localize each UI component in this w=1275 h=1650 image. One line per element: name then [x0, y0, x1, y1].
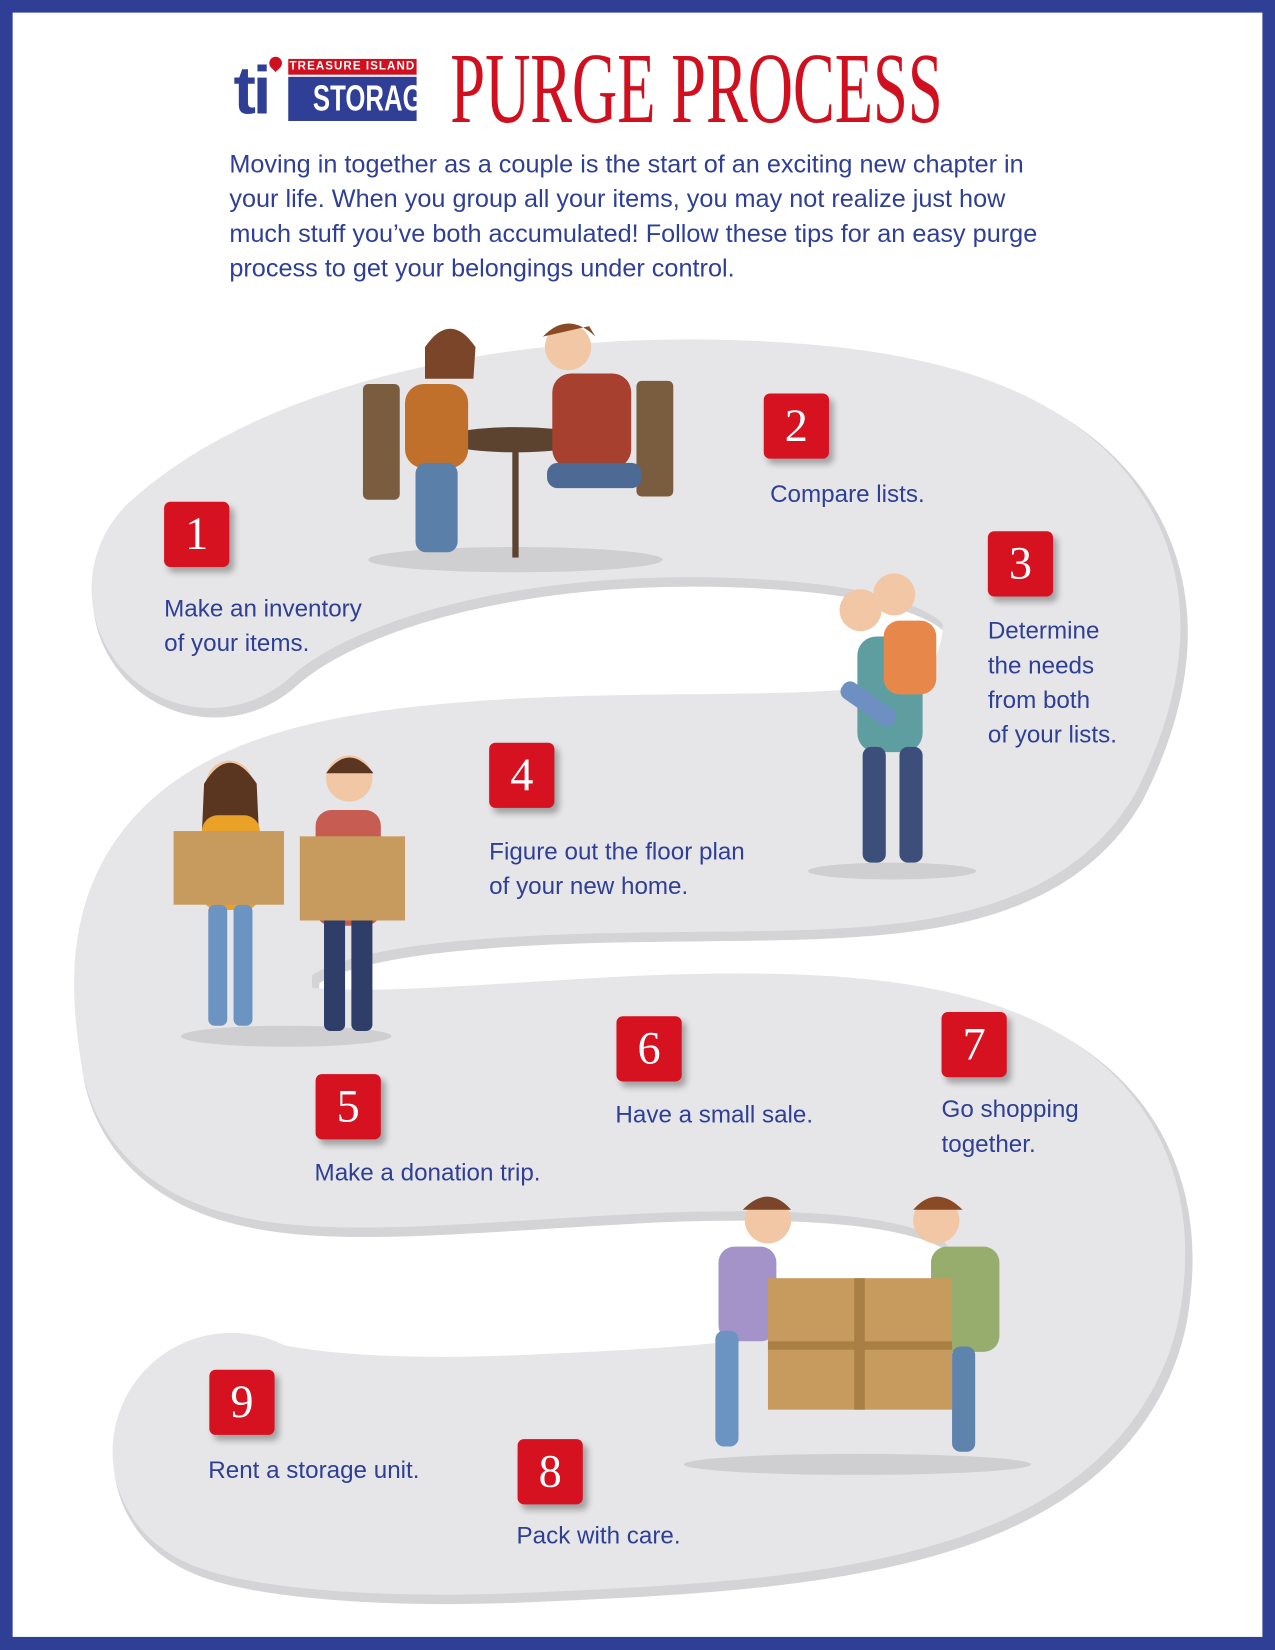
- treasure-island-storage-logo: ti TREASURE ISLAND STORAGE: [233, 52, 440, 129]
- piggyback-couple-illustration: [807, 573, 977, 880]
- step-number-badge: 9: [209, 1369, 275, 1435]
- page-title: PURGE PROCESS: [450, 37, 1050, 138]
- step-number-badge: 7: [941, 1012, 1007, 1078]
- logo-top-text: TREASURE ISLAND: [288, 58, 417, 75]
- step-label-line: Compare lists.: [770, 479, 925, 508]
- step-number-badge: 1: [164, 501, 230, 568]
- step-label-line: together.: [941, 1129, 1036, 1158]
- step-label-line: Have a small sale.: [615, 1100, 814, 1128]
- step-number-badge: 2: [763, 393, 829, 459]
- step-label: Make a donation trip.: [315, 1155, 541, 1190]
- logo-bottom-text: STORAGE: [288, 76, 440, 121]
- step-number-badge: 4: [489, 742, 555, 808]
- couple-carrying-boxes-illustration: [173, 755, 406, 1047]
- step-label-line: Pack with care.: [516, 1521, 681, 1549]
- step-label-line: of your items.: [164, 629, 310, 657]
- step-label: Pack with care.: [517, 1518, 681, 1553]
- step-label-line: Make an inventory: [164, 594, 362, 622]
- logo-storage-word: STORAGE: [312, 78, 440, 119]
- couple-lifting-box-illustration: [683, 1196, 1031, 1475]
- step-label: Figure out the floor plan of your new hom…: [489, 834, 745, 903]
- step-label-line: Determine: [987, 616, 1100, 644]
- step-label: Compare lists.: [770, 477, 925, 512]
- step-label-line: Make a donation trip.: [314, 1158, 541, 1186]
- step-label: Have a small sale.: [615, 1097, 813, 1132]
- page-title-text: PURGE PROCESS: [450, 31, 943, 145]
- logo-mark: ti: [233, 52, 272, 129]
- step-label-line: of your lists.: [987, 720, 1117, 748]
- step-label-line: Go shopping: [941, 1095, 1079, 1123]
- intro-paragraph: Moving in together as a couple is the st…: [229, 150, 1038, 283]
- step-label: Rent a storage unit.: [208, 1453, 419, 1488]
- step-label: Make an inventory of your items.: [164, 591, 362, 660]
- step-label-line: the needs: [987, 651, 1095, 679]
- step-label: Go shopping together.: [942, 1092, 1079, 1161]
- logo-gem-icon: [266, 54, 285, 73]
- step-number-badge: 6: [616, 1016, 682, 1082]
- step-number-badge: 3: [987, 531, 1054, 597]
- step-label-line: of your new home.: [489, 872, 689, 900]
- step-label-line: Rent a storage unit.: [208, 1455, 420, 1484]
- step-number-badge: 8: [517, 1439, 583, 1505]
- couple-at-table-illustration: [362, 323, 674, 573]
- step-label-line: Figure out the floor plan: [489, 837, 745, 865]
- step-label-line: from both: [987, 685, 1091, 714]
- step-number-badge: 5: [315, 1074, 381, 1140]
- step-label: Determine the needs from both of your lists…: [988, 613, 1117, 752]
